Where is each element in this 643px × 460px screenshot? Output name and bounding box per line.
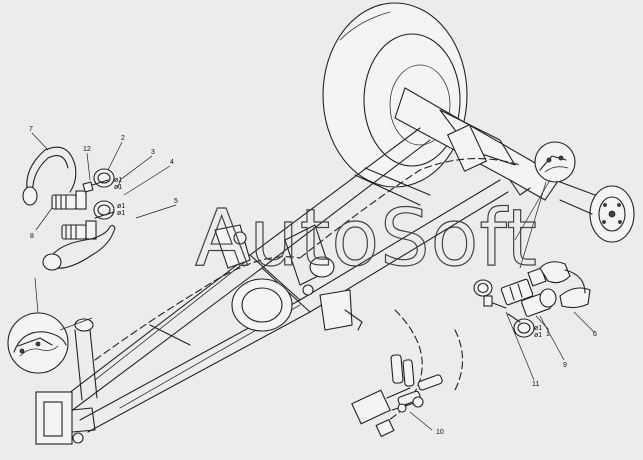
coupling-detail-left <box>22 146 116 271</box>
symbol-marks: ø1 ø1 ø1 ø1 ø1 ø1 <box>114 177 542 339</box>
callout-4: 4 <box>170 159 174 166</box>
mark-right-1: ø1 <box>534 325 542 332</box>
magnified-detail-upper <box>514 141 576 241</box>
callout-8: 8 <box>30 233 34 240</box>
callout-7: 7 <box>29 126 33 133</box>
brake-chamber <box>214 224 363 332</box>
wheel <box>322 2 468 188</box>
mark-upper-b-1: ø1 <box>117 203 125 210</box>
callout-leaders <box>31 132 595 431</box>
callout-11: 11 <box>532 381 539 388</box>
callout-1: 1 <box>546 331 550 338</box>
callout-5: 5 <box>174 198 178 205</box>
brake-line-dashed-left <box>94 256 301 361</box>
wheel-hub <box>559 181 635 243</box>
callout-12: 12 <box>83 146 91 153</box>
callout-2: 2 <box>121 135 125 142</box>
coupling-detail-right <box>473 261 591 338</box>
magnified-detail-circle <box>7 277 93 374</box>
callout-3: 3 <box>151 149 155 156</box>
callouts: 7 12 2 3 4 5 8 6 1 9 11 10 <box>29 126 597 436</box>
lead-upper-to-coupling <box>519 181 547 269</box>
brake-line-dashed-lower <box>379 309 423 426</box>
callout-10: 10 <box>436 429 444 436</box>
brake-line-dashed-right <box>299 158 521 259</box>
mark-right-2: ø1 <box>534 332 542 339</box>
watermark: AutoSoft <box>195 194 538 284</box>
drawbar-frame <box>35 127 509 445</box>
callout-9: 9 <box>563 362 567 369</box>
valve-assembly <box>351 354 443 438</box>
callout-6: 6 <box>593 331 597 338</box>
mark-upper-a-1: ø1 <box>114 177 122 184</box>
mark-upper-b-2: ø1 <box>117 210 125 217</box>
rear-axle <box>394 87 561 201</box>
brake-line-dashed-lower-right <box>454 329 463 391</box>
mark-upper-a-2: ø1 <box>114 184 122 191</box>
